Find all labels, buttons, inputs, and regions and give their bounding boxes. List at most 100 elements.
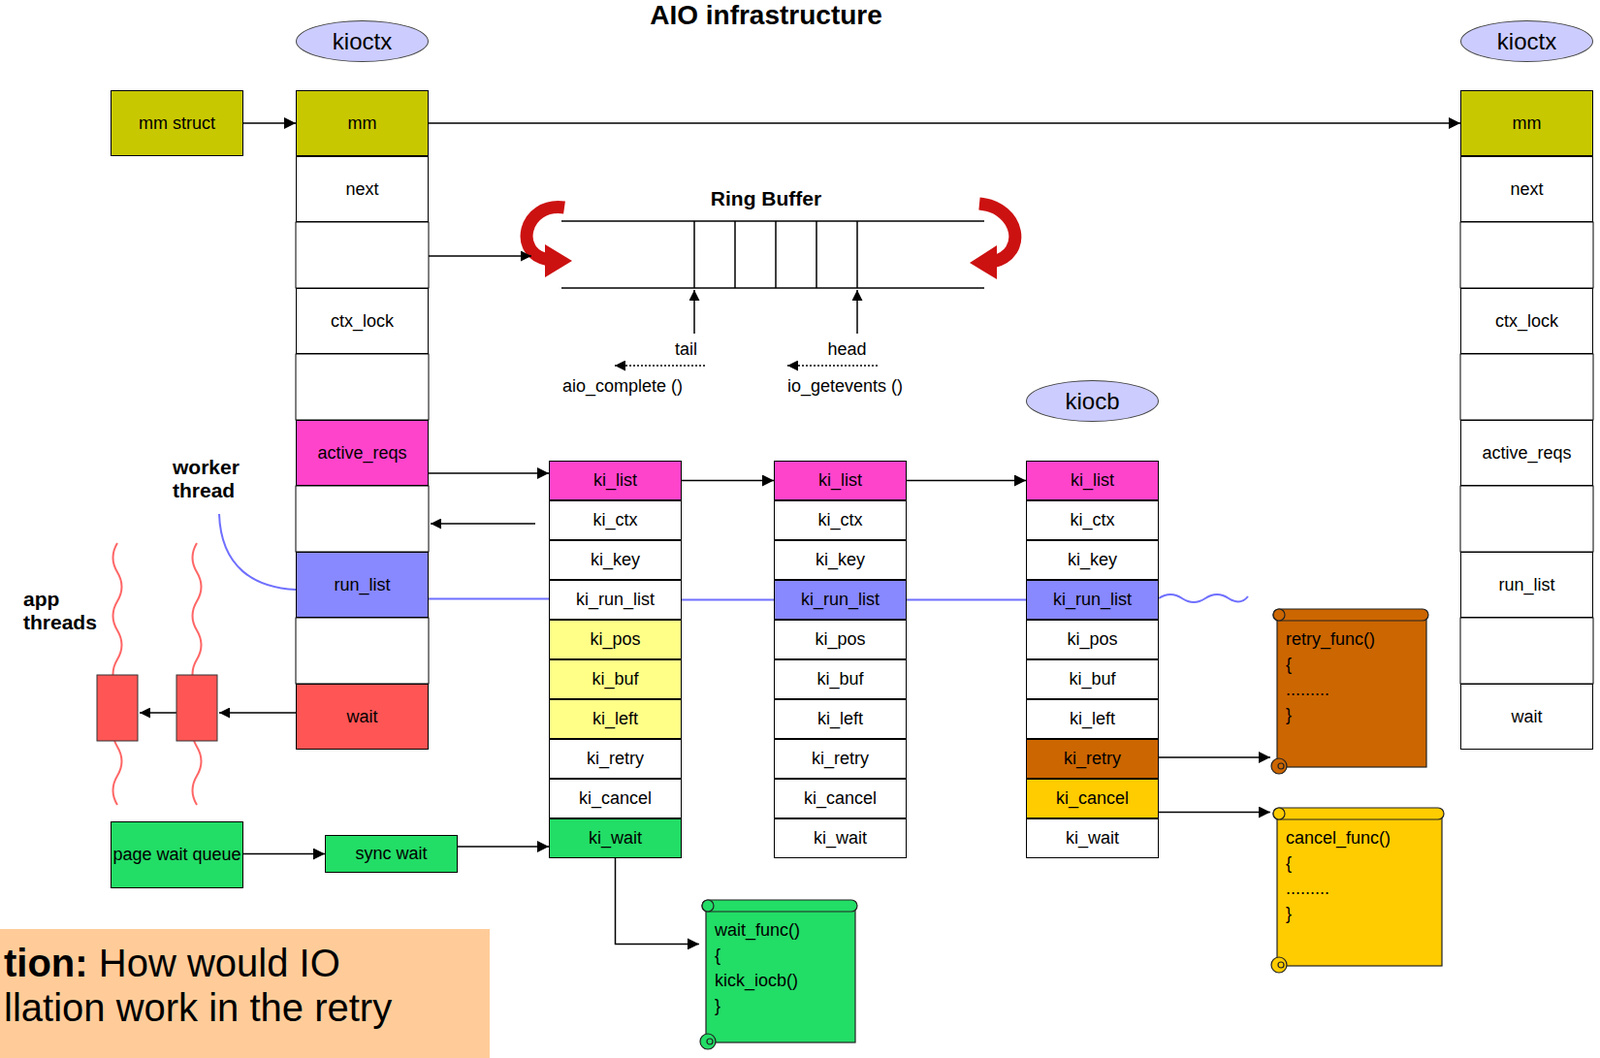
node-text: ki_cancel (1056, 788, 1129, 809)
annotation-label: Ring Buffer (678, 187, 854, 211)
node-text: ki_ctx (592, 510, 638, 531)
pointer-connector (428, 122, 1461, 125)
field-cell: ki_pos (773, 619, 907, 660)
scroll-part (1273, 608, 1429, 621)
worker-run-link (681, 599, 774, 602)
node-text: mm (1512, 113, 1542, 134)
worker-run-link (428, 598, 549, 601)
scroll-text: wait_func(){kick_iocb()} (699, 897, 863, 1019)
annotation-label: io_getevents () (787, 376, 962, 397)
node-text: ki_retry (1063, 748, 1121, 769)
field-cell: mm struct (110, 90, 244, 157)
node-text: tion: (3, 941, 89, 985)
scroll-part (705, 906, 856, 1043)
annotation-label: aio_complete () (562, 376, 728, 397)
field-cell: ki_cancel (773, 778, 907, 819)
field-cell: ki_key (548, 540, 682, 580)
field-cell: ki_list (548, 460, 682, 501)
field-cell: ki_key (773, 540, 907, 580)
ring-buffer (561, 221, 985, 288)
field-cell: ki_buf (1025, 659, 1159, 700)
node-text: retry_func() (1285, 626, 1424, 652)
node-text: ki_run_list (576, 589, 655, 610)
scroll-part (1271, 957, 1287, 973)
scroll-text: retry_func(){.........} (1270, 607, 1434, 728)
node-text: ki_list (1070, 470, 1115, 491)
field-cell: ki_pos (1025, 619, 1159, 660)
node-text: next (1509, 179, 1543, 200)
node-text: { (1285, 651, 1424, 677)
pointer-connector (457, 845, 549, 848)
node-text: page wait queue (112, 844, 241, 865)
annotation-label: app threads (23, 587, 105, 635)
scroll-part (700, 1033, 716, 1050)
node-text: mm (348, 113, 378, 134)
field-cell: next (295, 156, 429, 223)
app-thread-box (96, 674, 218, 741)
pointer-connector (615, 858, 701, 944)
field-cell: ki_cancel (548, 778, 682, 819)
node-text: ctx_lock (1495, 311, 1559, 332)
field-cell: run_list (1460, 551, 1594, 618)
node-text: } (1285, 702, 1424, 728)
node-text: cancel_func() (1285, 825, 1440, 851)
node-text: ctx_lock (330, 311, 394, 332)
thread-lines (113, 543, 202, 805)
node-text: ki_retry (811, 748, 869, 769)
node-text: ki_pos (589, 629, 640, 650)
node-text: ki_cancel (803, 788, 877, 809)
field-cell: wait (295, 683, 429, 750)
field-cell: ki_run_list (773, 579, 907, 620)
node-text: wait (346, 706, 378, 728)
field-cell: run_list (295, 551, 429, 618)
node-text: } (714, 992, 853, 1019)
scroll-part (1273, 608, 1285, 621)
field-cell: wait (1460, 683, 1594, 750)
node-text: ki_list (818, 470, 863, 491)
field-cell: ki_ctx (1025, 500, 1159, 541)
node-text: { (1285, 850, 1440, 876)
pointer-arrows (139, 256, 878, 713)
node-text: run_list (1498, 575, 1555, 596)
scroll-part (706, 1038, 713, 1045)
node-text: ki_run_list (800, 589, 880, 610)
field-cell: ctx_lock (295, 288, 429, 354)
pointer-connector (906, 480, 1026, 482)
field-cell: ki_list (773, 460, 907, 501)
node-text: ki_pos (1066, 629, 1118, 650)
field-cell: mm (295, 90, 429, 157)
node-text: ki_left (1069, 708, 1116, 730)
node-text: ki_ctx (1069, 510, 1115, 531)
node-text: } (1285, 900, 1440, 927)
node-text: ......... (1285, 676, 1424, 703)
node-text: kioctx (1497, 28, 1557, 56)
node-text: ki_list (593, 470, 638, 491)
node-text: ki_buf (816, 669, 864, 690)
node-text: ki_key (815, 549, 865, 571)
scroll-part (1277, 615, 1427, 768)
node-text: run_list (333, 575, 390, 596)
field-cell: ki_list (1025, 460, 1159, 501)
node-text: ki_left (817, 708, 864, 730)
pointer-connector (428, 472, 549, 475)
scroll-part (1273, 807, 1444, 820)
field-cell: ki_left (773, 699, 907, 739)
function-scroll: retry_func(){.........} (1270, 607, 1434, 776)
pointer-connector (1158, 756, 1271, 759)
scroll-part (1278, 763, 1284, 769)
scroll-part (1273, 807, 1285, 820)
worker-run-link (906, 599, 1026, 602)
scroll-part (702, 899, 858, 912)
node-text: wait_func() (714, 917, 853, 943)
scroll-part (1278, 961, 1284, 968)
field-cell: ki_left (1025, 699, 1159, 739)
field-cell: ki_pos (548, 619, 682, 660)
field-cell: ki_cancel (1025, 778, 1159, 819)
node-text: ki_wait (813, 828, 867, 849)
field-cell: ki_retry (773, 738, 907, 779)
scroll-part (1271, 758, 1287, 774)
field-cell: ki_wait (1025, 818, 1159, 859)
field-cell: ki_retry (1025, 738, 1159, 779)
node-text: ki_retry (586, 748, 644, 769)
